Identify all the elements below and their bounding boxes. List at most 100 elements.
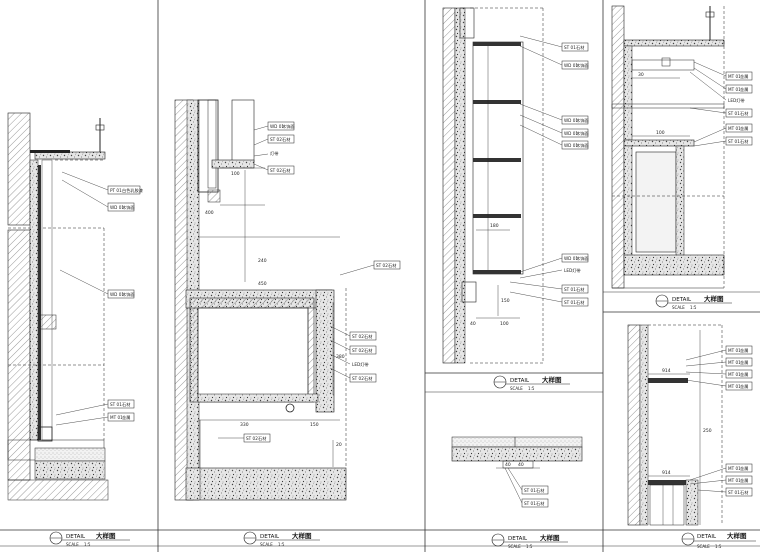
title-c-en: DETAIL <box>510 378 530 384</box>
tag-e0-code: MT 01 <box>728 74 741 79</box>
tag-f0-note: 金属 <box>740 347 748 354</box>
title-block-e: DETAIL 大样图 SCALE 1:5 <box>655 294 732 310</box>
scale-a-value: 1:5 <box>84 542 91 547</box>
tag-b4-code: ST 02 <box>376 263 388 268</box>
title-d-cn: 大样图 <box>540 533 560 542</box>
tag-e0-note: 金属 <box>740 73 748 80</box>
title-e-cn: 大样图 <box>704 294 724 303</box>
tag-c4-note: 木饰面 <box>576 142 589 149</box>
dim-d0: 40 <box>505 462 511 468</box>
tag-list-c: ST 01 石材 WD 01 木饰面 WD 01 木饰面 WD 01 木饰面 W… <box>509 35 589 307</box>
dim-b0: 100 <box>231 171 240 177</box>
tag-e2-note: LED灯带 <box>728 97 745 104</box>
tag-c5-note: 木饰面 <box>576 255 589 262</box>
tag-b9-code: ST 02 <box>246 436 258 441</box>
tag-c3-code: WD 01 <box>564 131 578 136</box>
tag-list-a: PT 01 白色乳胶漆 WD 01 木饰面 WD 01 木饰面 ST 01 石材… <box>55 171 143 426</box>
scale-e-value: 1:5 <box>690 305 697 310</box>
tag-b2-note: 灯带 <box>270 150 278 157</box>
tag-f5-note: 金属 <box>740 477 748 484</box>
tag-c5-code: WD 01 <box>564 256 578 261</box>
tag-list-d: ST 01 石材 ST 01 石材 <box>504 467 549 508</box>
tag-a0-code: PT 01 <box>110 188 122 193</box>
tag-f3-note: 金属 <box>740 383 748 390</box>
tag-b3-code: ST 02 <box>270 168 282 173</box>
tag-c7-note: 石材 <box>576 286 584 293</box>
tag-f2-note: 金属 <box>740 371 748 378</box>
tag-a2-note: 木饰面 <box>122 291 135 298</box>
title-c-cn: 大样图 <box>542 375 562 384</box>
tag-c6-note: LED灯带 <box>564 267 581 274</box>
tag-f6-note: 石材 <box>740 489 748 496</box>
title-a-cn: 大样图 <box>96 531 116 540</box>
scale-d-value: 1:5 <box>526 544 533 549</box>
tag-e5-note: 石材 <box>740 138 748 145</box>
dim-e0: 30 <box>638 72 644 78</box>
tag-b1-note: 石材 <box>282 136 290 143</box>
dimensions-f: 914 914 250 <box>662 368 712 476</box>
tag-f6-code: ST 01 <box>728 490 740 495</box>
dim-d1: 40 <box>518 462 524 468</box>
dim-c0: 180 <box>490 223 499 229</box>
tag-f1-code: MT 01 <box>728 360 741 365</box>
detail-f: 914 914 250 MT 01 金属 MT 01 金属 MT 01 金属 M… <box>627 324 756 549</box>
detail-e: 30 100 MT 01 金属 MT 01 金属 LED灯带 ST 01 石材 … <box>611 5 753 310</box>
tag-b6-note: 石材 <box>364 347 372 354</box>
dimensions-b: 100 400 240 450 380 330 150 20 <box>205 171 345 448</box>
tag-c3-note: 木饰面 <box>576 130 589 137</box>
tag-a3-code: ST 01 <box>110 402 122 407</box>
tag-a3-note: 石材 <box>122 401 130 408</box>
tag-list-f: MT 01 金属 MT 01 金属 MT 01 金属 MT 01 金属 MT 0… <box>685 345 753 497</box>
dim-b7: 20 <box>336 442 342 448</box>
scale-a-label: SCALE <box>66 542 79 547</box>
title-block-b: DETAIL 大样图 SCALE 1:5 <box>243 531 320 547</box>
title-d-en: DETAIL <box>508 536 528 542</box>
tag-b8-note: 石材 <box>364 375 372 382</box>
tag-f4-note: 金属 <box>740 465 748 472</box>
tag-list-e: MT 01 金属 MT 01 金属 LED灯带 ST 01 石材 MT 01 金… <box>689 61 753 147</box>
tag-e5-code: ST 01 <box>728 139 740 144</box>
detail-b: 100 400 240 450 380 330 150 20 WD 01 木饰面… <box>174 99 401 547</box>
dim-b4: 380 <box>336 354 345 360</box>
title-b-en: DETAIL <box>260 534 280 540</box>
tag-c0-note: 石材 <box>576 44 584 51</box>
tag-b0-code: WD 01 <box>270 124 284 129</box>
tag-d0-note: 石材 <box>536 487 544 494</box>
dim-f0: 914 <box>662 368 671 374</box>
tag-f3-code: MT 01 <box>728 384 741 389</box>
tag-b1-code: ST 02 <box>270 137 282 142</box>
dimensions-e: 30 100 <box>638 72 665 136</box>
scale-f-label: SCALE <box>697 544 710 549</box>
dimensions-c: 180 150 40 100 <box>470 223 510 327</box>
title-block-f: DETAIL 大样图 SCALE 1:5 <box>681 531 756 549</box>
title-a-en: DETAIL <box>66 534 86 540</box>
tag-list-b: WD 01 木饰面 ST 02 石材 灯带 ST 02 石材 ST 02 石材 … <box>218 121 401 443</box>
title-block-a: DETAIL 大样图 SCALE 1:5 <box>49 531 130 547</box>
tag-b3-note: 石材 <box>282 167 290 174</box>
tag-a1-note: 木饰面 <box>122 204 135 211</box>
title-block-d: DETAIL 大样图 SCALE 1:5 <box>491 533 568 549</box>
tag-a1-code: WD 01 <box>110 205 124 210</box>
scale-c-value: 1:5 <box>528 386 535 391</box>
title-block-c: DETAIL 大样图 SCALE 1:5 <box>493 375 570 391</box>
tag-c2-note: 木饰面 <box>576 117 589 124</box>
title-b-cn: 大样图 <box>292 531 312 540</box>
tag-f0-code: MT 01 <box>728 348 741 353</box>
tag-a4-note: 金属 <box>122 414 130 421</box>
tag-e4-note: 金属 <box>740 125 748 132</box>
dim-b5: 330 <box>240 422 249 428</box>
title-f-en: DETAIL <box>697 534 717 540</box>
tag-d0-code: ST 01 <box>524 488 536 493</box>
dim-c3: 100 <box>500 321 509 327</box>
tag-b8-code: ST 02 <box>352 376 364 381</box>
dim-b2: 240 <box>258 258 267 264</box>
tag-b6-code: ST 02 <box>352 348 364 353</box>
scale-f-value: 1:5 <box>715 544 722 549</box>
dim-e1: 100 <box>656 130 665 136</box>
tag-c1-code: WD 01 <box>564 63 578 68</box>
dim-f1: 914 <box>662 470 671 476</box>
dimensions-d: 40 40 <box>505 462 524 468</box>
tag-e1-note: 金属 <box>740 86 748 93</box>
